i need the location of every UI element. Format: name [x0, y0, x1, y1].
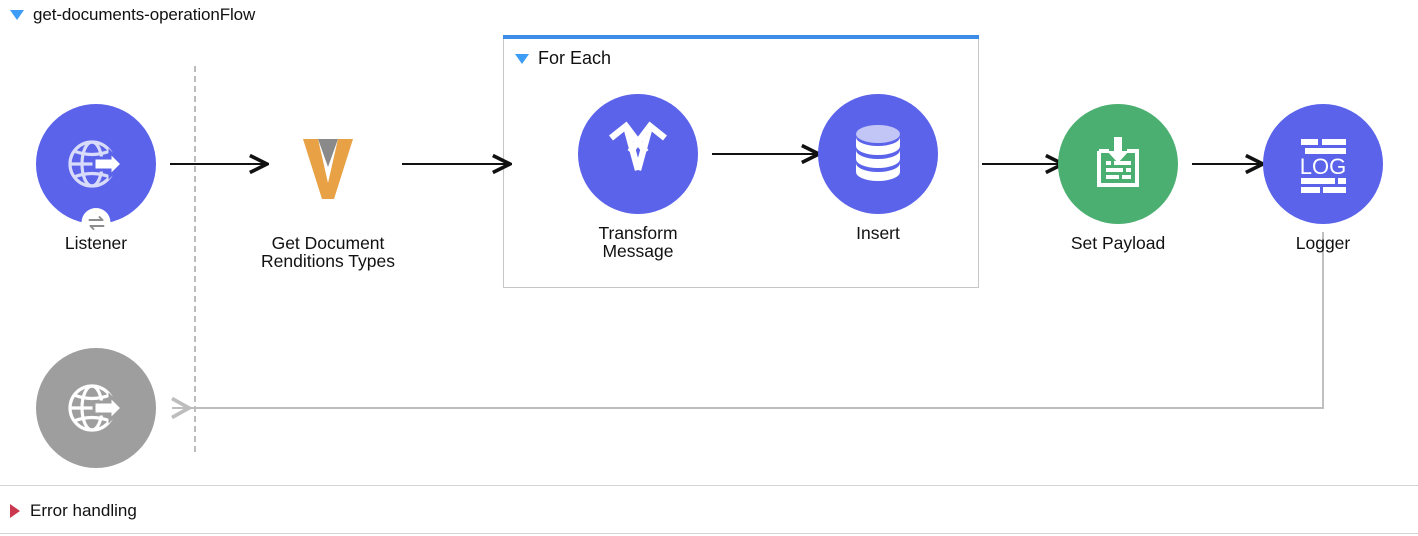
node-label: Listener	[64, 233, 128, 253]
logger-circle[interactable]: LOG	[1263, 104, 1383, 224]
listener-circle[interactable]	[36, 104, 156, 237]
set-payload-icon	[1097, 137, 1139, 187]
log-icon: LOG	[1300, 139, 1346, 193]
veeva-v-icon	[303, 139, 353, 199]
node-label: Set Payload	[1070, 233, 1166, 253]
node-label: Insert	[856, 223, 900, 243]
scope-header[interactable]: For Each	[515, 48, 611, 69]
set-payload-circle[interactable]	[1058, 104, 1178, 224]
scope-title: For Each	[538, 48, 612, 68]
node-logger[interactable]: LOG Logger	[1263, 104, 1383, 252]
source-boundary-divider	[194, 66, 196, 452]
node-label: Get Document Renditions Types	[261, 233, 395, 272]
insert-circle[interactable]	[818, 94, 938, 214]
error-handling-header[interactable]: Error handling	[10, 498, 137, 523]
transform-message-circle[interactable]	[578, 94, 698, 214]
node-label: Logger	[1295, 233, 1351, 253]
node-response[interactable]	[36, 348, 156, 478]
log-icon-text: LOG	[1300, 154, 1346, 179]
error-handling-top-divider	[0, 485, 1418, 486]
dataweave-icon	[609, 121, 667, 171]
globe-arrow-icon	[68, 140, 125, 188]
triangle-right-icon[interactable]	[10, 503, 20, 518]
node-set-payload[interactable]: Set Payload	[1058, 104, 1178, 252]
page-title: get-documents-operationFlow	[33, 5, 256, 24]
database-icon	[856, 125, 900, 181]
scope-top-bar	[503, 35, 979, 39]
error-handling-bottom-divider	[0, 533, 1418, 534]
error-handling-title: Error handling	[30, 500, 137, 520]
globe-arrow-icon	[68, 384, 125, 432]
node-get-document-renditions-types[interactable]: Get Document Renditions Types	[238, 104, 418, 271]
triangle-down-icon[interactable]	[10, 10, 24, 20]
node-label: Transform Message	[598, 223, 678, 262]
node-transform-message[interactable]: Transform Message	[578, 94, 698, 261]
flow-header[interactable]: get-documents-operationFlow	[10, 2, 255, 28]
response-circle[interactable]	[36, 348, 156, 468]
node-insert[interactable]: Insert	[818, 94, 938, 242]
triangle-down-icon[interactable]	[515, 53, 529, 64]
node-listener[interactable]: Listener	[36, 104, 156, 252]
veeva-circle[interactable]	[268, 104, 388, 224]
exchange-arrows-icon	[81, 208, 111, 237]
